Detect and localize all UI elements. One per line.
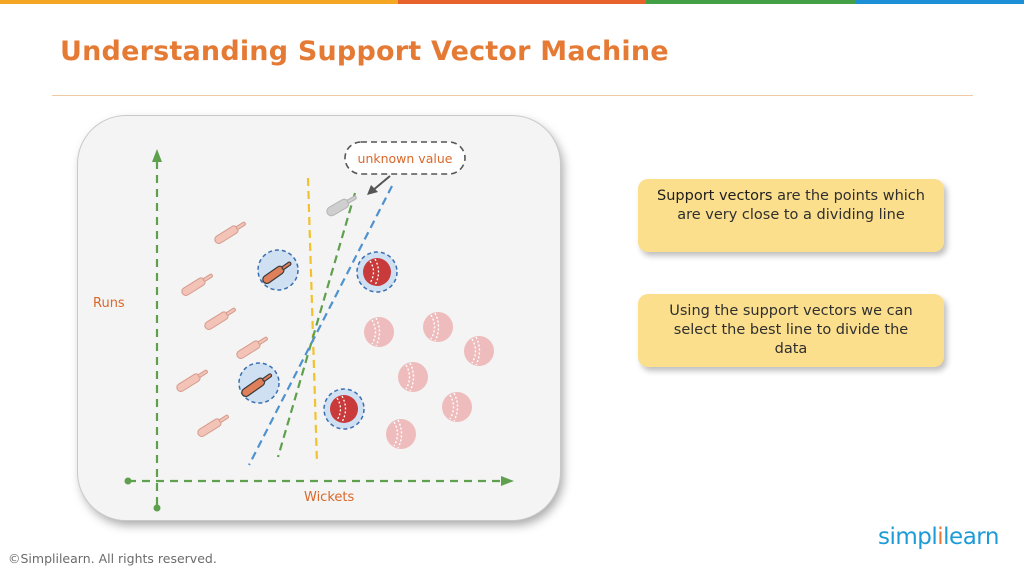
bat-icon [179,271,215,298]
dividing-line-yellow [306,177,319,465]
top-color-bar [0,0,1024,4]
x-axis-label: Wickets [304,490,354,505]
dividing-line-green [276,192,357,458]
bat-icon [212,219,248,246]
ball-icon [363,316,395,348]
x-axis [124,476,514,486]
support-vector-ball-icon [323,388,365,430]
support-vectors-callout: Support vectors are the points which are… [638,179,944,252]
ball-icon [385,418,417,450]
bat-icon [234,334,270,361]
support-vector-bat-icon [238,362,280,404]
y-axis-label: Runs [93,296,125,311]
unknown-value-label: unknown value [358,151,453,166]
bat-icon [195,412,231,439]
copyright-footer: ©Simplilearn. All rights reserved. [8,551,217,566]
logo-part3: learn [943,524,999,550]
bat-icon [202,305,238,332]
best-line-callout: Using the support vectors we can select … [638,294,944,367]
logo-part2: i [937,524,944,550]
title-divider [52,95,973,96]
y-axis [152,149,162,512]
ball-icon [397,361,429,393]
support-vector-ball-icon [356,251,398,293]
support-vectors-description: are the points which are very close to a… [677,188,925,223]
support-vector-bat-icon [257,249,299,291]
ball-icon [441,391,473,423]
logo-part1: simpl [878,524,938,550]
unknown-value-bubble [344,141,466,175]
page-title: Understanding Support Vector Machine [60,36,669,67]
simplilearn-logo: simplilearn [878,524,999,550]
dividing-line-blue [248,185,393,466]
bat-icon [174,367,210,394]
best-line-description: Using the support vectors we can select … [669,303,913,357]
arrow-icon [367,175,391,195]
support-vectors-term: Support vectors [657,188,773,204]
ball-icon [422,311,454,343]
ball-icon [463,335,495,367]
unknown-point-icon [326,195,357,217]
